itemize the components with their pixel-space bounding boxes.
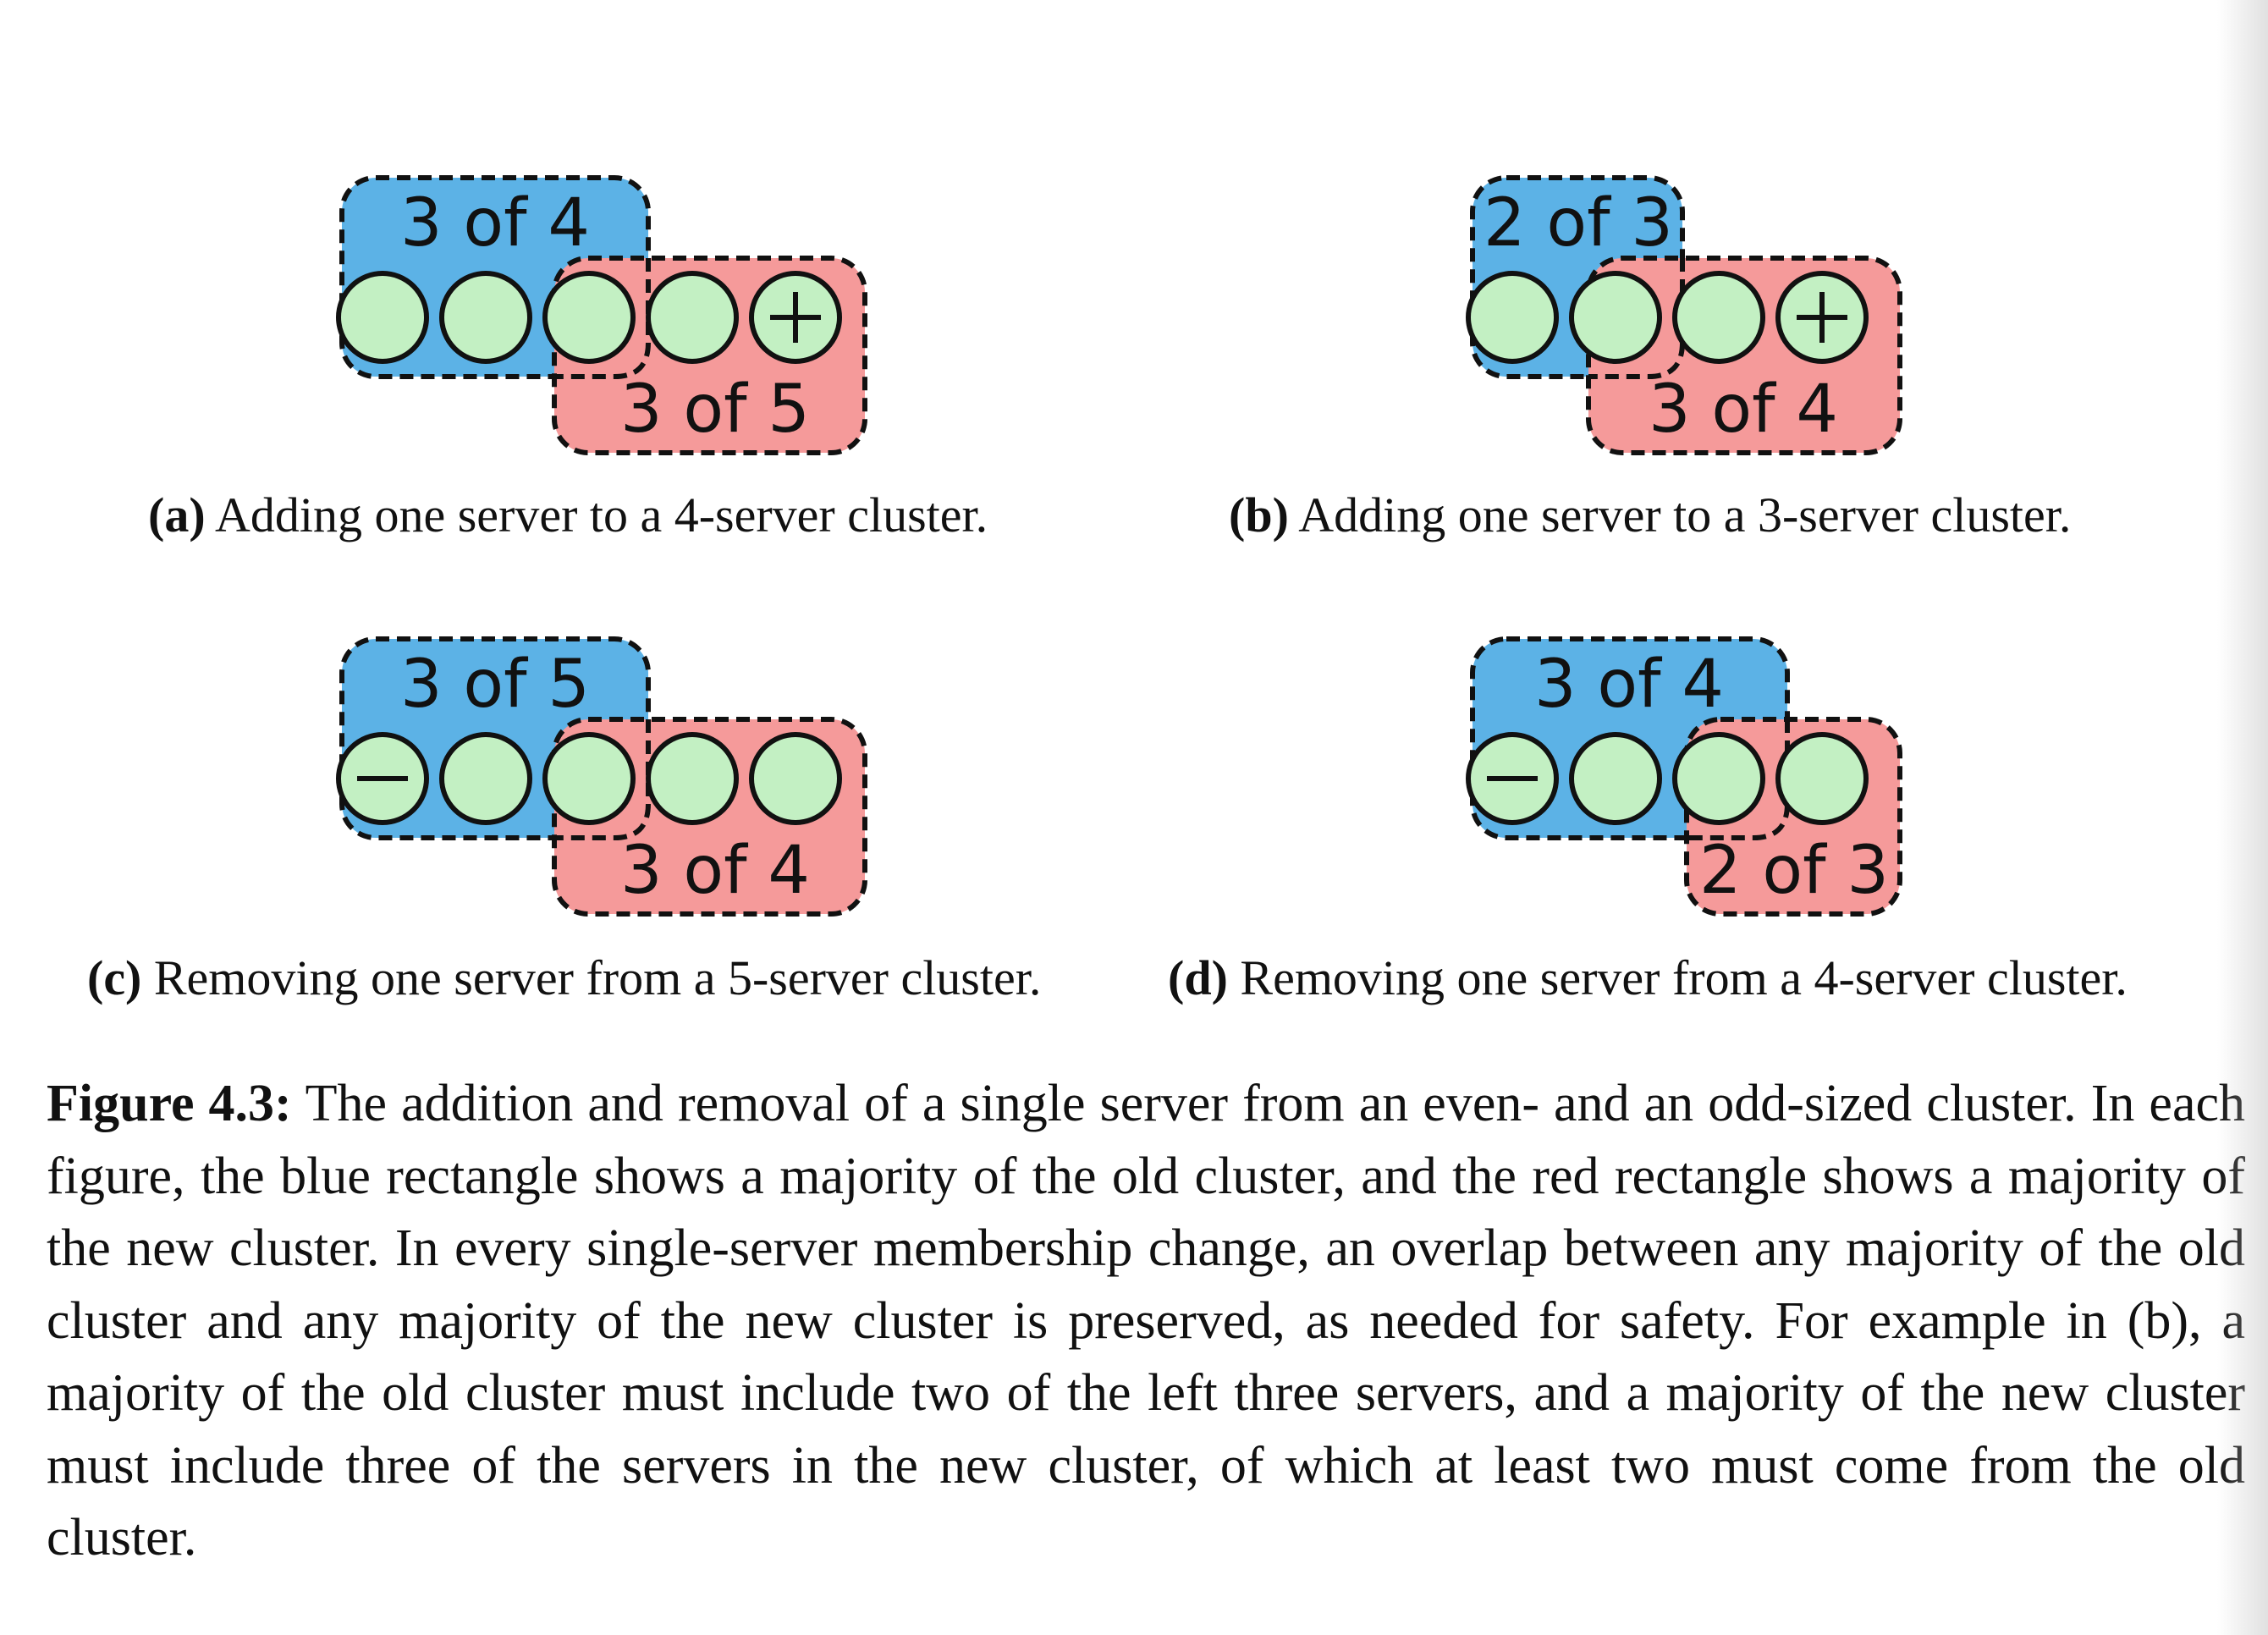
subcaption-d: (d) Removing one server from a 4-server …	[1168, 954, 2128, 1003]
subcaption-tag: (d)	[1168, 950, 1228, 1005]
figure-label: Figure 4.3:	[47, 1075, 292, 1132]
server-circle	[1569, 271, 1662, 364]
page-edge-shadow	[2217, 0, 2268, 1635]
subcaption-text: Adding one server to a 4-server cluster.	[214, 487, 988, 542]
subcaption-a: (a) Adding one server to a 4-server clus…	[148, 491, 988, 540]
server-row	[1466, 732, 1869, 825]
subcaption-text: Adding one server to a 3-server cluster.	[1298, 487, 2072, 542]
old-cluster-overlap-outline	[554, 719, 651, 840]
server-circle	[1672, 271, 1765, 364]
subcaption-text: Removing one server from a 5-server clus…	[153, 950, 1042, 1005]
panel-c-diagram: 3 of 5 3 of 4	[336, 636, 867, 917]
panel-d-diagram: 3 of 4 2 of 3	[1466, 636, 1902, 917]
server-circle	[439, 732, 532, 825]
server-circle	[1466, 271, 1559, 364]
panel-d: 3 of 4 2 of 3	[1460, 630, 1934, 927]
subcaption-tag: (c)	[87, 950, 142, 1005]
new-cluster-label: 3 of 4	[1649, 372, 1838, 448]
panel-a-diagram: 3 of 4 3 of 5	[336, 175, 867, 455]
subcaption-tag: (b)	[1229, 487, 1289, 542]
server-circle	[336, 271, 429, 364]
subcaption-c: (c) Removing one server from a 5-server …	[87, 954, 1041, 1003]
new-cluster-label: 3 of 4	[620, 833, 810, 909]
new-cluster-label: 2 of 3	[1699, 833, 1889, 909]
new-cluster-label: 3 of 5	[620, 372, 810, 448]
figure-caption-text: The addition and removal of a single ser…	[47, 1075, 2245, 1566]
server-circle	[1672, 732, 1765, 825]
server-circle	[542, 271, 636, 364]
panel-b-diagram: 2 of 3 3 of 4	[1466, 175, 1902, 455]
old-cluster-label: 3 of 5	[400, 647, 590, 723]
server-circle	[1775, 732, 1869, 825]
server-circle	[646, 732, 739, 825]
panel-c: 3 of 5 3 of 4	[330, 630, 889, 927]
subcaption-text: Removing one server from a 4-server clus…	[1240, 950, 2128, 1005]
panel-b: 2 of 3 3 of 4	[1460, 169, 1934, 465]
server-row	[336, 271, 842, 364]
subcaption-tag: (a)	[148, 487, 206, 542]
server-circle	[439, 271, 532, 364]
old-cluster-label: 2 of 3	[1484, 185, 1673, 261]
server-circle	[646, 271, 739, 364]
server-circle	[542, 732, 636, 825]
figure-caption: Figure 4.3: The addition and removal of …	[47, 1068, 2245, 1575]
old-cluster-label: 3 of 4	[400, 185, 590, 261]
server-row	[336, 732, 842, 825]
old-cluster-overlap-outline	[554, 258, 651, 379]
server-circle	[749, 732, 842, 825]
panel-a: 3 of 4 3 of 5	[330, 169, 889, 465]
subcaption-b: (b) Adding one server to a 3-server clus…	[1229, 491, 2071, 540]
server-row	[1466, 271, 1869, 364]
server-circle	[1569, 732, 1662, 825]
old-cluster-label: 3 of 4	[1534, 647, 1724, 723]
